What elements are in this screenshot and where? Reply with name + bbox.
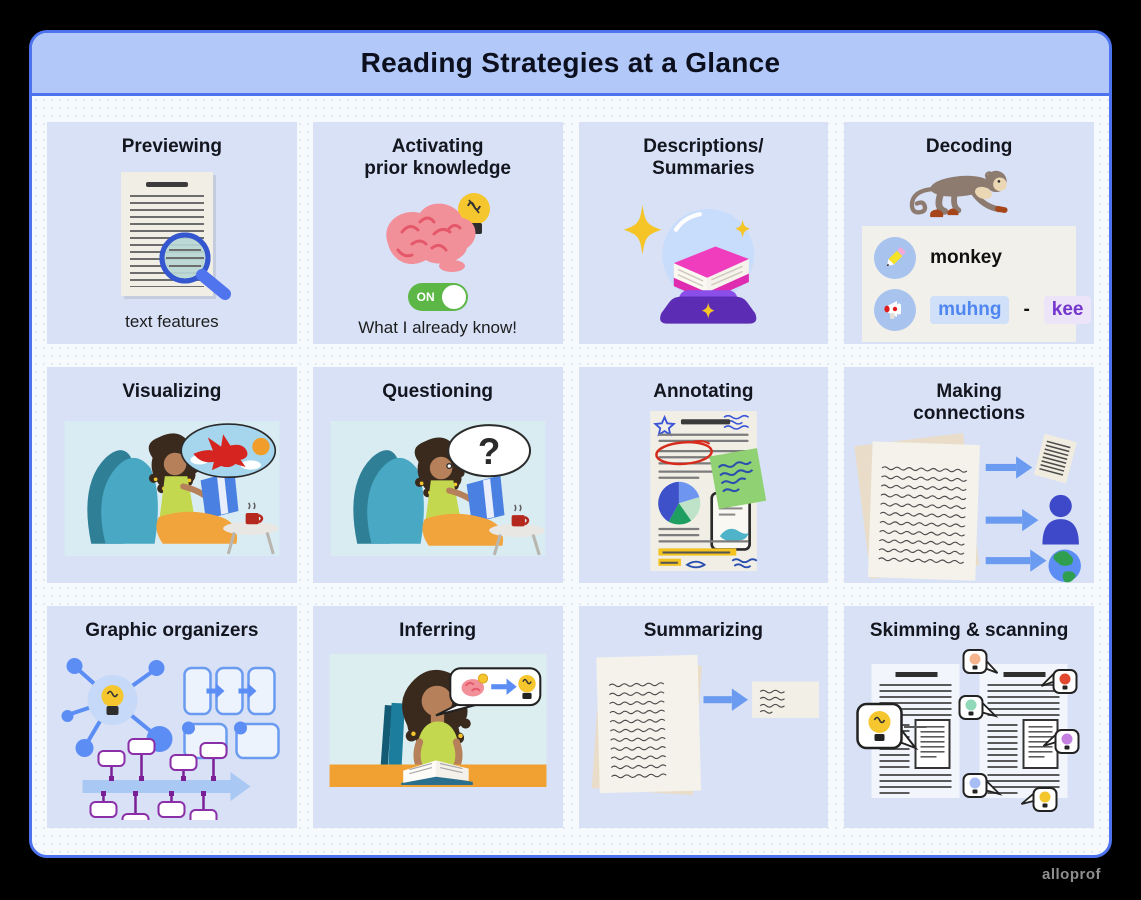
connection-arrows [985, 456, 1047, 572]
text-icon [1033, 433, 1078, 484]
card-title: Summarizing [643, 620, 764, 641]
brain-lightbulb-icon [385, 193, 490, 273]
full-text-paper [596, 654, 702, 794]
paper-headline [145, 182, 188, 188]
toggle-label: ON [416, 290, 435, 305]
card-summarizing: Summarizing [578, 606, 829, 828]
card-title: Visualizing [122, 381, 222, 402]
page-title: Reading Strategies at a Glance [360, 47, 781, 78]
card-title: Questioning [382, 381, 494, 402]
card-title: Making connections [913, 381, 1026, 425]
document-left [871, 664, 960, 799]
card-descriptions-summaries: Descriptions/ Summaries [578, 122, 829, 344]
person-icon [1042, 494, 1080, 545]
card-title: Skimming & scanning [869, 620, 1069, 641]
pencil-icon [874, 237, 917, 280]
card-skimming-scanning: Skimming & scanning [844, 606, 1094, 828]
flowchart-icon [181, 666, 280, 760]
summary-arrow [703, 688, 749, 711]
toggle-knob [441, 285, 466, 310]
thought-bubble-dragon [180, 423, 276, 479]
card-title: Activating prior knowledge [364, 136, 511, 180]
inferring-scene-illustration [329, 654, 547, 788]
card-title: Annotating [653, 381, 754, 402]
card-inferring: Inferring [312, 606, 563, 828]
poster-header: Reading Strategies at a Glance [32, 33, 1109, 96]
connections-illustration [854, 433, 1082, 583]
open-book-icon [400, 760, 473, 785]
card-title: Descriptions/ Summaries [643, 136, 764, 180]
timeline-icon [82, 738, 251, 821]
word-pronunciation-box: monkey muhng [862, 226, 1092, 343]
card-activating-prior-knowledge: Activating prior knowledge ON [312, 122, 563, 344]
speech-bubble-inference [435, 667, 541, 717]
alloprof-logo: alloprof [1042, 866, 1101, 883]
magnifier-icon [159, 232, 231, 301]
idea-bubble-large [856, 702, 919, 751]
poster-panel: Reading Strategies at a Glance Previewin… [29, 30, 1112, 858]
summary-box [752, 681, 820, 718]
syllable-1: muhng [930, 296, 1010, 325]
skimming-scanning-illustration [856, 649, 1080, 813]
word-text: monkey [930, 247, 1002, 269]
thought-bubble-question: ? [446, 424, 531, 478]
monkey-illustration [909, 170, 1008, 218]
card-visualizing: Visualizing [47, 367, 297, 583]
reading-scene-illustration: ? [330, 421, 546, 557]
card-previewing: Previewing text features [47, 122, 297, 344]
reading-scene-illustration [64, 421, 280, 557]
question-mark: ? [478, 431, 500, 472]
card-title: Graphic organizers [85, 620, 259, 641]
card-annotating: Annotating [578, 367, 829, 583]
card-caption: text features [125, 312, 219, 332]
on-toggle: ON [407, 283, 468, 312]
card-graphic-organizers: Graphic organizers [47, 606, 297, 828]
card-title: Inferring [399, 620, 477, 641]
globe-icon [1048, 549, 1082, 583]
summarizing-illustration [592, 654, 820, 796]
mind-map-icon [61, 658, 173, 758]
strategy-grid: Previewing text features [32, 96, 1109, 855]
source-paper [868, 441, 981, 581]
annotated-document-illustration [650, 411, 767, 571]
syllable-separator: - [1023, 299, 1030, 321]
document-with-magnifier-illustration [107, 172, 237, 302]
crystal-ball-book-icon [624, 204, 757, 324]
card-title: Previewing [121, 136, 223, 157]
card-decoding: Decoding [844, 122, 1094, 344]
card-making-connections: Making connections [844, 367, 1094, 583]
pronunciation-row: muhng - kee [874, 289, 1092, 332]
pie-chart-icon [658, 481, 701, 525]
idea-bubbles-small [958, 649, 1080, 813]
card-questioning: Questioning [312, 367, 563, 583]
graphic-organizers-illustration [61, 658, 280, 821]
megaphone-icon [874, 289, 917, 332]
card-title: Decoding [925, 136, 1013, 157]
card-caption: What I already know! [358, 318, 517, 338]
sticky-note-icon [709, 448, 767, 510]
syllable-2: kee [1043, 296, 1092, 325]
spelling-row: monkey [874, 237, 1064, 280]
